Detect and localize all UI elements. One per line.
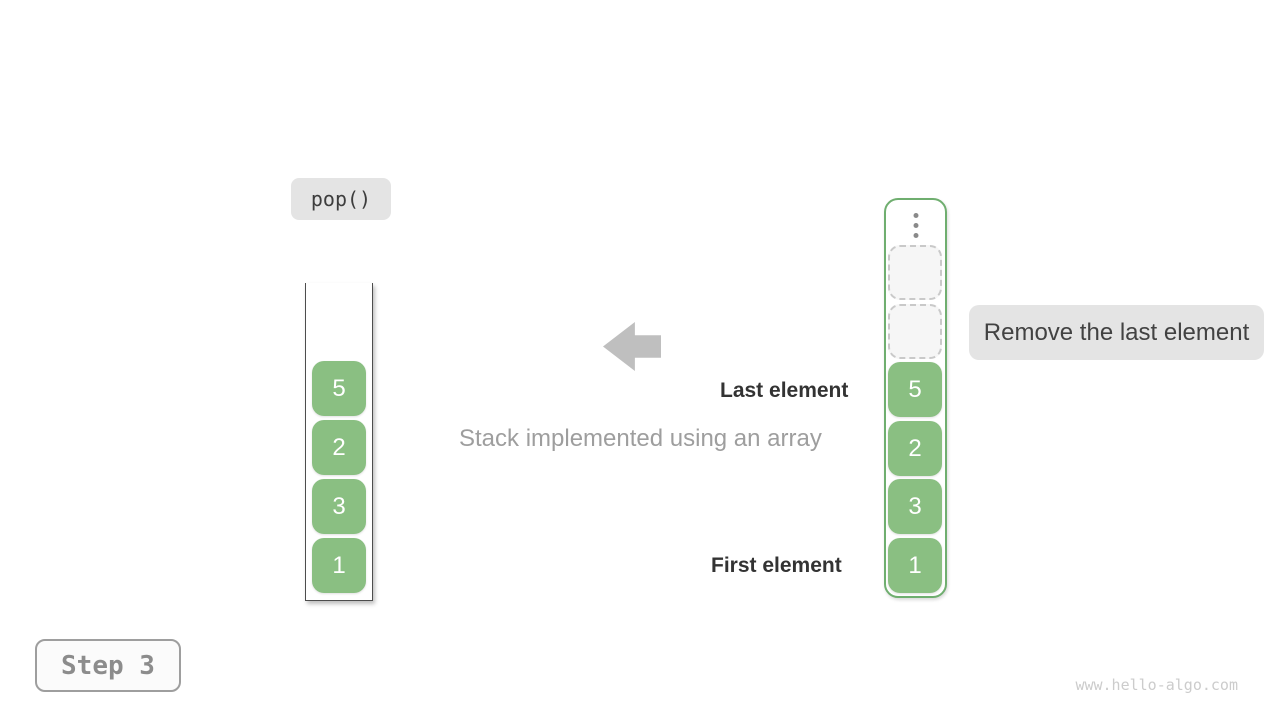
operation-badge-label: pop() (310, 187, 372, 211)
vertical-ellipsis-icon (913, 213, 918, 238)
array-cell: 1 (888, 538, 942, 593)
annotation-badge-label: Remove the last element (983, 318, 1250, 346)
array-container: 5 2 3 1 (884, 198, 947, 598)
stack-cell: 5 (312, 361, 366, 416)
first-element-label: First element (711, 554, 842, 577)
arrow-left-icon (603, 322, 661, 371)
figure-caption: Stack implemented using an array (459, 425, 822, 452)
annotation-badge: Remove the last element (969, 305, 1264, 360)
operation-badge: pop() (291, 178, 391, 220)
empty-slot (888, 304, 942, 359)
stack-container: 5 2 3 1 (305, 283, 373, 601)
step-badge-label: Step 3 (61, 650, 155, 681)
stack-cell: 3 (312, 479, 366, 534)
array-cell: 2 (888, 421, 942, 476)
array-cell: 5 (888, 362, 942, 417)
last-element-label: Last element (720, 379, 849, 402)
empty-slot (888, 245, 942, 300)
array-cell: 3 (888, 479, 942, 534)
step-badge: Step 3 (35, 639, 181, 692)
watermark: www.hello-algo.com (1075, 676, 1238, 694)
stack-cell: 2 (312, 420, 366, 475)
stack-cell: 1 (312, 538, 366, 593)
